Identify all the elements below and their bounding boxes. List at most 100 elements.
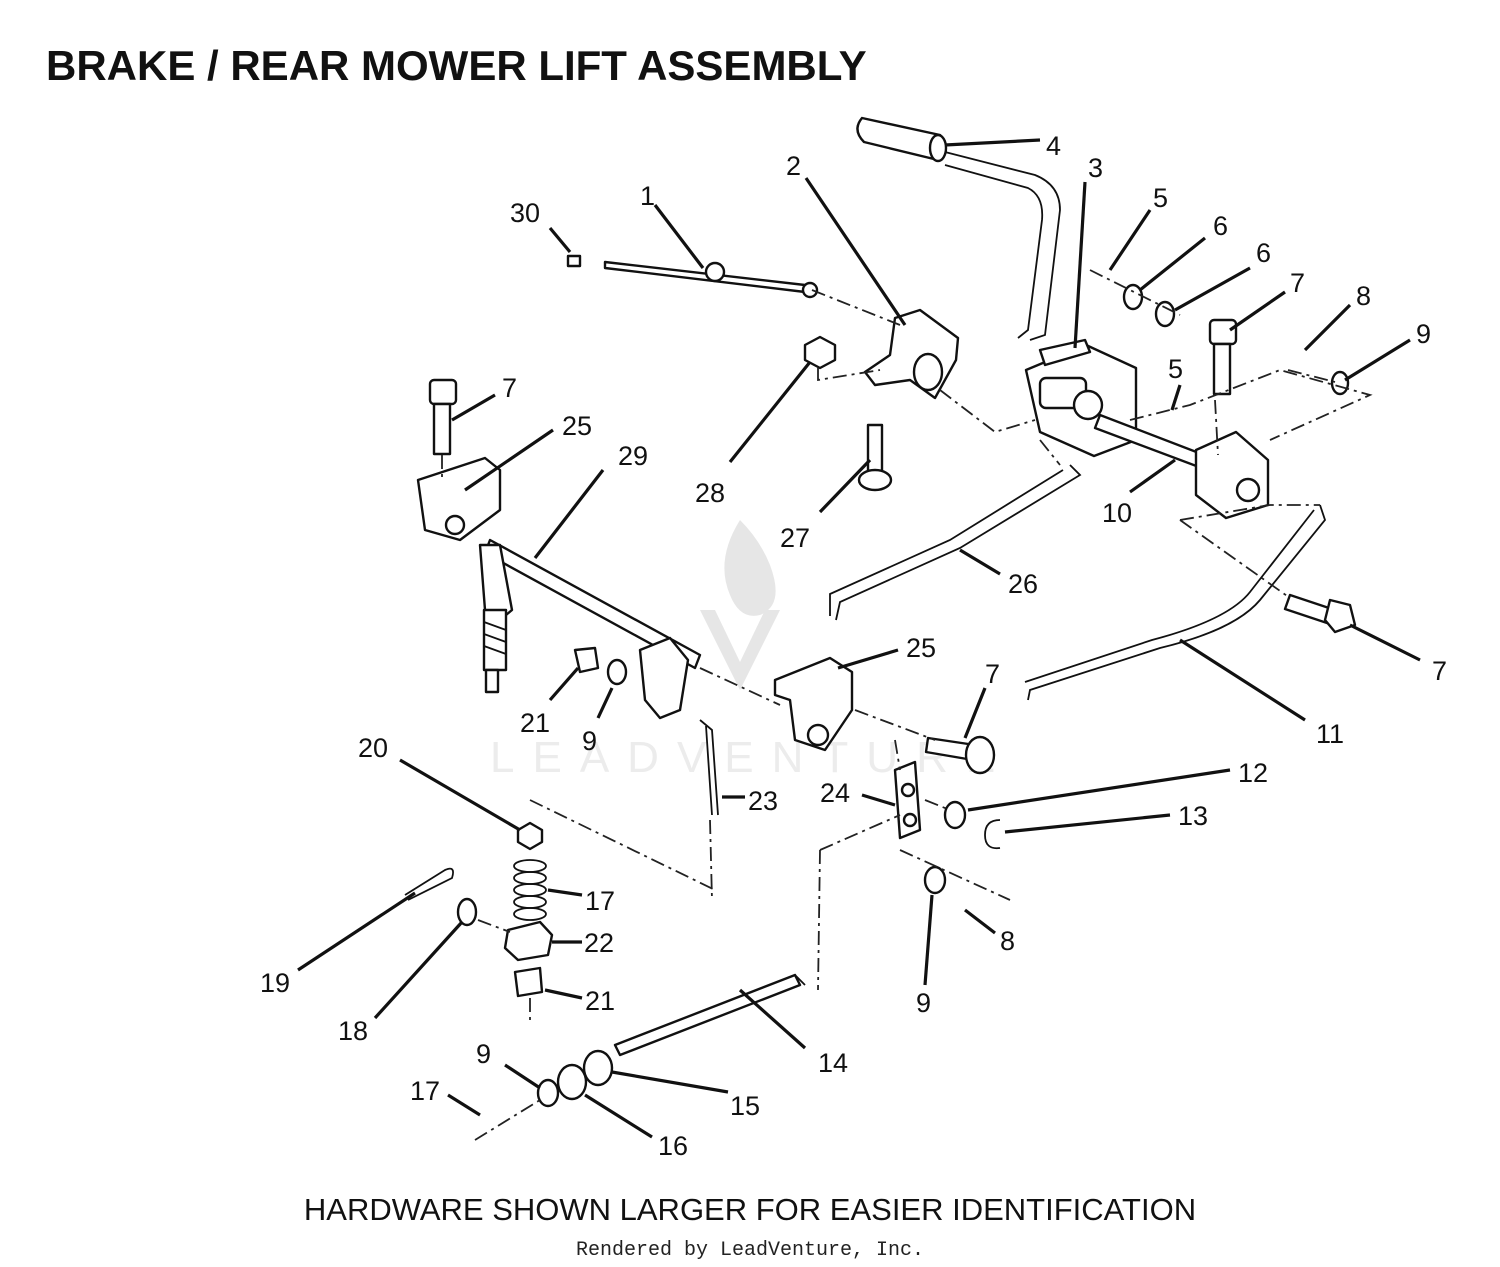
callout-9c: 9 <box>916 894 934 1018</box>
callout-15: 15 <box>611 1070 760 1121</box>
svg-text:27: 27 <box>780 523 810 553</box>
svg-text:9: 9 <box>1416 319 1431 349</box>
svg-text:29: 29 <box>618 441 648 471</box>
part-brake-rod <box>603 260 807 294</box>
callout-29: 29 <box>533 441 648 559</box>
svg-text:7: 7 <box>1290 268 1305 298</box>
callout-14: 14 <box>738 988 848 1078</box>
svg-text:7: 7 <box>1432 656 1447 686</box>
callout-4: 4 <box>944 131 1061 161</box>
svg-text:18: 18 <box>338 1016 368 1046</box>
callout-26: 26 <box>959 548 1038 599</box>
callout-23: 23 <box>722 786 778 816</box>
part-hairpin-19 <box>404 867 454 901</box>
svg-text:7: 7 <box>502 373 517 403</box>
svg-text:22: 22 <box>584 928 614 958</box>
part-bolt-7a <box>1208 318 1238 396</box>
callout-17b: 17 <box>410 1076 481 1117</box>
callout-25b: 25 <box>837 633 936 670</box>
part-rod-26 <box>829 464 1082 621</box>
callouts: 1 2 3 4 5 6 6 5 7 8 9 30 7 25 29 28 27 1… <box>260 131 1447 1161</box>
part-rod-14 <box>613 973 802 1057</box>
svg-text:19: 19 <box>260 968 290 998</box>
svg-text:14: 14 <box>818 1048 848 1078</box>
callout-25a: 25 <box>464 411 592 492</box>
callout-7a: 7 <box>1229 268 1305 332</box>
part-washer-9b <box>923 865 947 895</box>
part-lever-bracket <box>1024 338 1138 458</box>
part-nut-15 <box>582 1049 614 1087</box>
callout-5a: 5 <box>1108 183 1168 271</box>
diagram-title: BRAKE / REAR MOWER LIFT ASSEMBLY <box>46 42 867 89</box>
callout-27: 27 <box>780 458 872 553</box>
callout-8b: 8 <box>964 908 1015 956</box>
svg-text:30: 30 <box>510 198 540 228</box>
svg-text:7: 7 <box>985 659 1000 689</box>
callout-6a: 6 <box>1139 211 1228 292</box>
callout-16: 16 <box>584 1093 688 1161</box>
svg-text:28: 28 <box>695 478 725 508</box>
part-nut-20 <box>516 821 544 851</box>
part-clip-13 <box>984 819 1001 850</box>
svg-text:20: 20 <box>358 733 388 763</box>
part-nut <box>803 335 837 370</box>
callout-18: 18 <box>338 920 464 1046</box>
part-nut-21b <box>513 966 544 998</box>
part-bolt-27 <box>857 423 893 492</box>
svg-text:13: 13 <box>1178 801 1208 831</box>
credit-line: Rendered by LeadVenture, Inc. <box>576 1239 924 1262</box>
footer-note: HARDWARE SHOWN LARGER FOR EASIER IDENTIF… <box>304 1192 1196 1227</box>
callout-9b: 9 <box>582 687 614 756</box>
callout-5b: 5 <box>1168 354 1183 411</box>
callout-7c: 7 <box>1349 623 1447 686</box>
callout-11: 11 <box>1179 638 1344 749</box>
part-brake-bracket <box>863 308 960 400</box>
part-washer-6b <box>1154 300 1176 328</box>
svg-text:24: 24 <box>820 778 850 808</box>
svg-text:5: 5 <box>1153 183 1168 213</box>
callout-22: 22 <box>552 928 614 958</box>
svg-text:6: 6 <box>1213 211 1228 241</box>
callout-30: 30 <box>510 198 572 254</box>
svg-text:15: 15 <box>730 1091 760 1121</box>
svg-text:11: 11 <box>1316 719 1344 749</box>
part-bolt-7c <box>1283 593 1357 634</box>
svg-text:8: 8 <box>1356 281 1371 311</box>
part-right-bracket <box>1194 430 1270 520</box>
part-washer-9c <box>536 1078 560 1108</box>
callout-20: 20 <box>358 733 521 832</box>
svg-text:21: 21 <box>520 708 550 738</box>
svg-text:8: 8 <box>1000 926 1015 956</box>
part-washer-12 <box>943 800 967 830</box>
part-spring-assembly <box>482 608 508 694</box>
svg-text:9: 9 <box>916 988 931 1018</box>
part-nut-21a <box>573 646 600 674</box>
part-nut-16 <box>556 1063 588 1101</box>
callout-7d: 7 <box>963 659 1000 739</box>
part-handle-grip <box>856 116 1061 341</box>
callout-28: 28 <box>695 361 812 508</box>
callout-21b: 21 <box>544 986 615 1016</box>
svg-text:2: 2 <box>786 151 801 181</box>
svg-text:5: 5 <box>1168 354 1183 384</box>
part-pin <box>566 254 582 268</box>
part-bolt-7d <box>924 735 996 775</box>
callout-9a: 9 <box>1344 319 1431 382</box>
parts <box>404 116 1357 1108</box>
callout-10: 10 <box>1102 458 1176 528</box>
svg-text:17: 17 <box>410 1076 440 1106</box>
callout-9d: 9 <box>476 1039 541 1090</box>
callout-19: 19 <box>260 891 416 998</box>
callout-3: 3 <box>1073 153 1103 349</box>
callout-6b: 6 <box>1174 238 1271 312</box>
part-washer-9d <box>1330 370 1350 396</box>
svg-text:10: 10 <box>1102 498 1132 528</box>
svg-text:23: 23 <box>748 786 778 816</box>
svg-text:25: 25 <box>562 411 592 441</box>
callout-24: 24 <box>820 778 896 808</box>
part-bolt-7b <box>428 378 458 456</box>
svg-text:6: 6 <box>1256 238 1271 268</box>
part-spring-17 <box>513 859 547 921</box>
svg-text:9: 9 <box>476 1039 491 1069</box>
